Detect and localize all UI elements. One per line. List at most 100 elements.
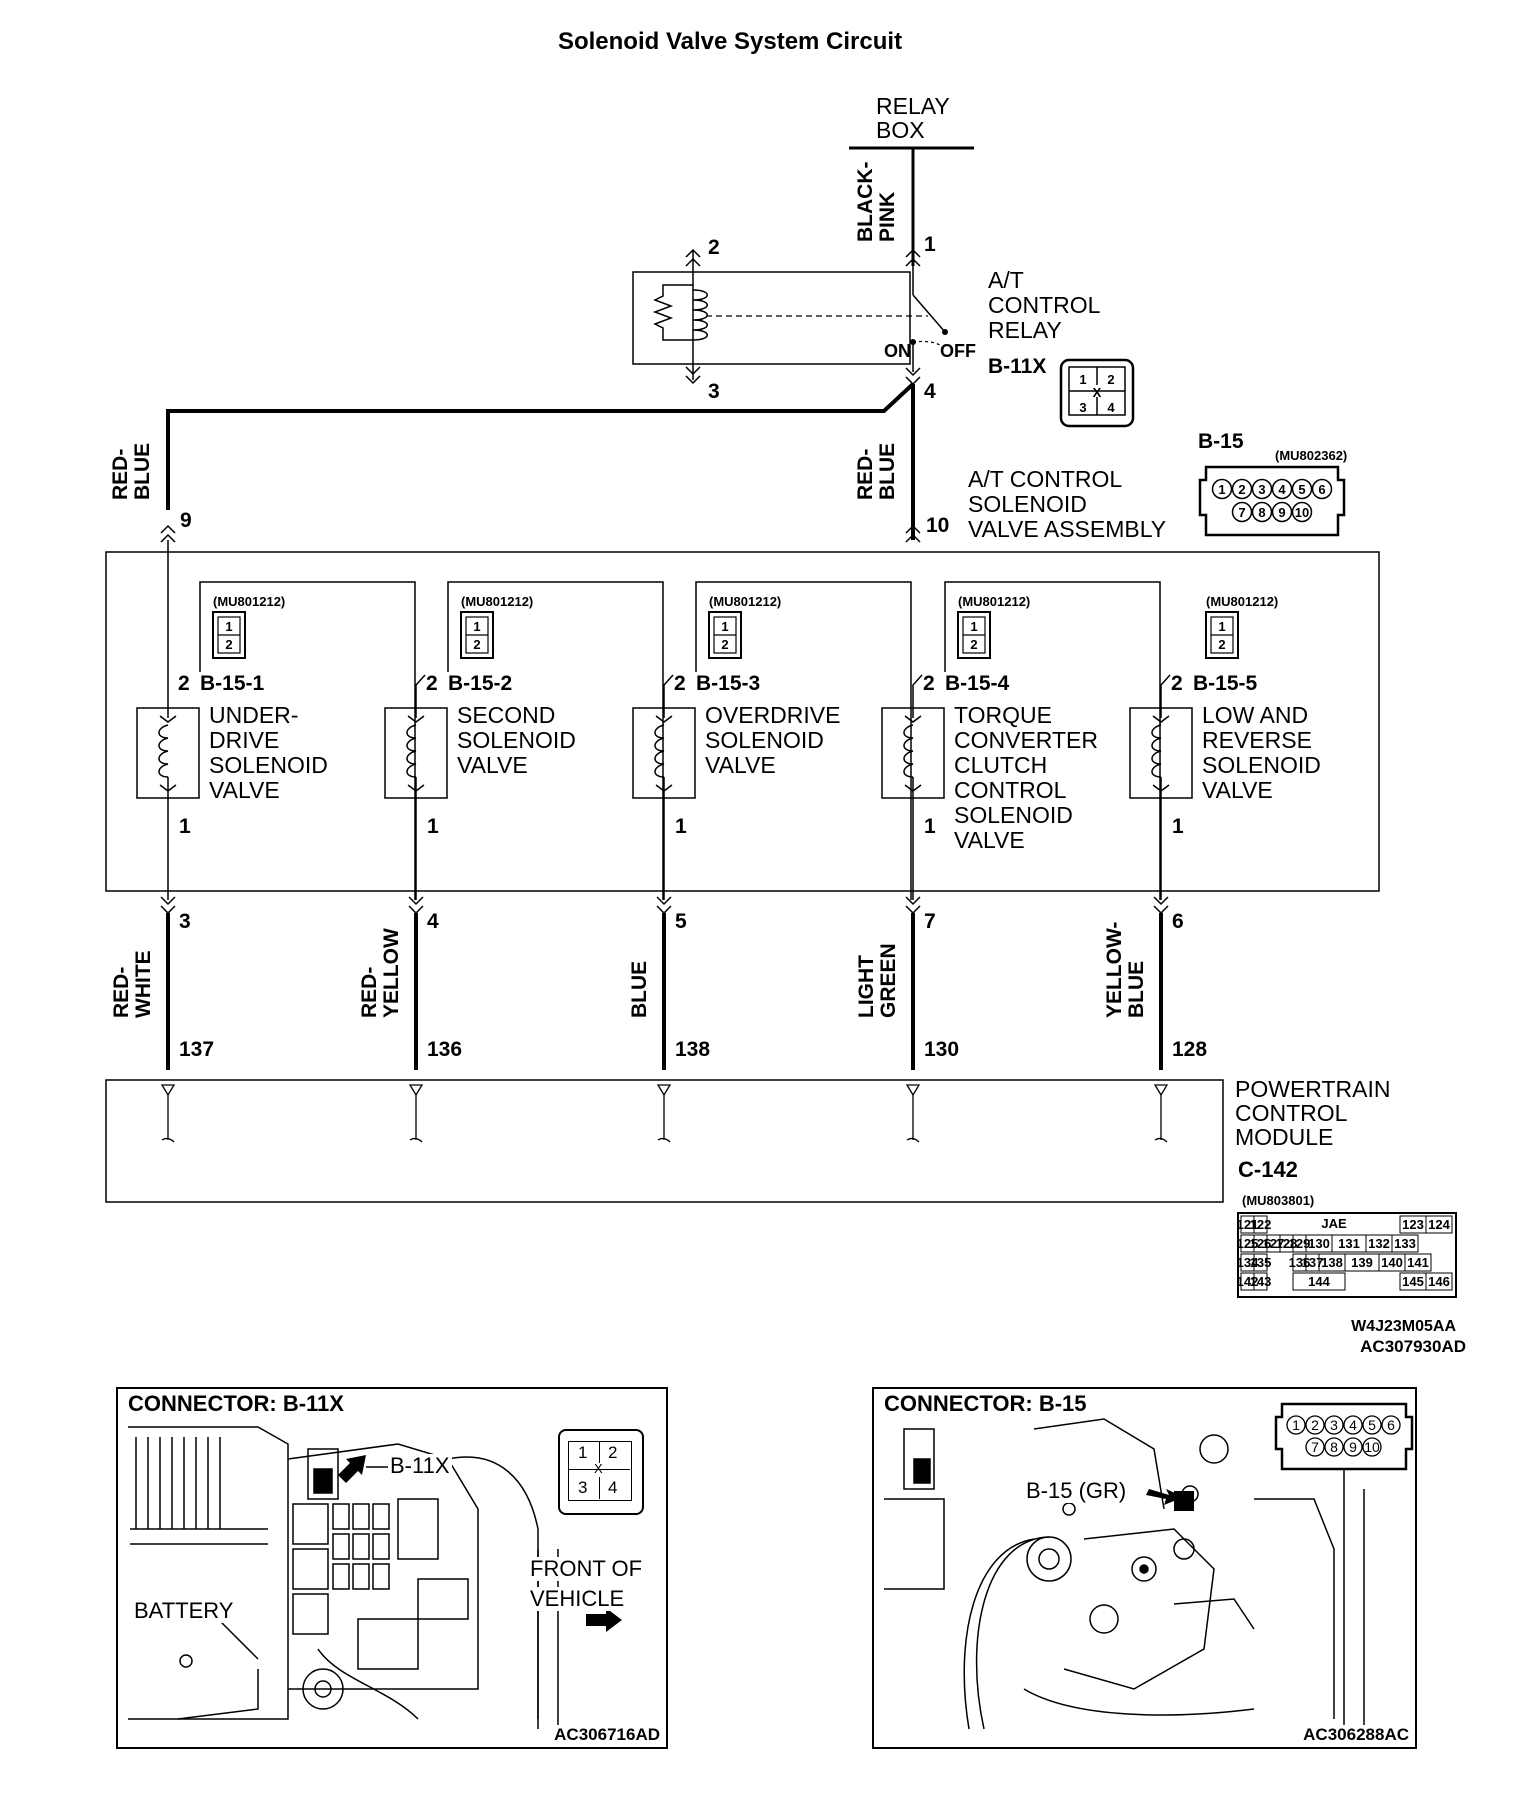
- solenoid-pin-top: 2: [1171, 672, 1183, 695]
- relay-pin-2: 2: [708, 236, 720, 259]
- c142-cavity: [1253, 1272, 1268, 1291]
- wire-color-1: BLUE: [628, 961, 651, 1018]
- solenoid-label-line: VALVE: [457, 752, 528, 778]
- wire-pcm-pin: 130: [924, 1038, 959, 1061]
- solenoid-label-line: CONTROL: [954, 777, 1067, 803]
- wire-pcm-pin: 137: [179, 1038, 214, 1061]
- solenoid-label-line: CONVERTER: [954, 727, 1098, 753]
- solenoid-id: B-15-3: [696, 672, 760, 695]
- solenoid-pin-top: 2: [426, 672, 438, 695]
- wire-pin-top: 6: [1172, 910, 1184, 933]
- svg-text:1: 1: [1079, 372, 1086, 387]
- solenoid-label-line: SOLENOID: [457, 727, 576, 753]
- solenoid-part-number: (MU801212): [958, 594, 1030, 609]
- photo1-id: AC306716AD: [552, 1725, 662, 1745]
- photo2-pin-circle: [1305, 1437, 1325, 1457]
- pcm-connector-id: C-142: [1238, 1157, 1298, 1182]
- relay-box-label-2: BOX: [876, 117, 925, 143]
- wire-pin-top: 7: [924, 910, 936, 933]
- solenoid-supply-wire: [912, 674, 923, 700]
- svg-text:BLUE: BLUE: [876, 443, 899, 500]
- wire-pcm-pin: 138: [675, 1038, 710, 1061]
- solenoid-connector-pin: 1: [1218, 619, 1225, 634]
- relay-label-2: CONTROL: [988, 292, 1101, 318]
- solenoid-valve-assembly-box: [105, 551, 1380, 892]
- b15-connector-id: B-15: [1198, 430, 1244, 453]
- pcm-part-number: (MU803801): [1242, 1193, 1314, 1208]
- c142-pin-label: 146: [1428, 1274, 1450, 1289]
- svg-text:2: 2: [1107, 372, 1114, 387]
- solenoid-coil: [1151, 724, 1162, 778]
- wire-color-2: YELLOW: [380, 928, 403, 1018]
- photo2-pin-circle: [1324, 1437, 1344, 1457]
- wire-color-1: RED-: [358, 967, 381, 1018]
- wire-color-2: BLUE: [1125, 961, 1148, 1018]
- assembly-label-2: SOLENOID: [968, 491, 1087, 517]
- c142-pin-label: 144: [1308, 1274, 1330, 1289]
- solenoid-connector-icon: [460, 611, 494, 659]
- pcm-input-marker: [656, 1084, 672, 1097]
- engine-bay-illustration-1: [128, 1426, 622, 1729]
- b15-pin-circle: [1271, 478, 1293, 500]
- c142-pin-label: 132: [1368, 1236, 1390, 1251]
- c142-pin-label: 125: [1237, 1236, 1259, 1251]
- b15-pin-label: 7: [1238, 505, 1245, 520]
- solenoid-pin-bottom: 1: [427, 815, 439, 838]
- relay-pin2-connector: [685, 248, 701, 267]
- c142-cavity: [1292, 1272, 1346, 1291]
- c142-pin-label: 143: [1250, 1274, 1272, 1289]
- pcm-label-3: MODULE: [1235, 1124, 1333, 1150]
- b15-pin-circle: [1291, 478, 1313, 500]
- c142-pin-label: 121: [1237, 1217, 1259, 1232]
- photo2-pin-circle: [1324, 1415, 1344, 1435]
- pcm-input-marker: [905, 1084, 921, 1097]
- wire-color-label: YELLOW-BLUE: [1103, 922, 1148, 1018]
- wire-red-blue-left: [166, 382, 915, 510]
- c142-jae-label: JAE: [1321, 1216, 1347, 1231]
- solenoid-label-line: CLUTCH: [954, 752, 1047, 778]
- b15-pin-label: 4: [1278, 482, 1286, 497]
- solenoid-connector-pin: 1: [473, 619, 480, 634]
- pcm-label-2: CONTROL: [1235, 1100, 1348, 1126]
- photo2-pin-label: 8: [1330, 1439, 1338, 1455]
- c142-pin-label: 142: [1237, 1274, 1259, 1289]
- solenoid-id: B-15-5: [1193, 672, 1258, 695]
- solenoid-pin-bottom: 1: [675, 815, 687, 838]
- c142-cavity: [1391, 1234, 1419, 1253]
- b15-pin-label: 3: [1258, 482, 1265, 497]
- solenoid-common-wire: [199, 581, 416, 900]
- svg-text:BLACK-: BLACK-: [854, 162, 877, 242]
- b15-pin-label: 2: [1238, 482, 1245, 497]
- solenoid-label-line: VALVE: [705, 752, 776, 778]
- c142-pin-label: 133: [1394, 1236, 1416, 1251]
- c142-pin-label: 145: [1402, 1274, 1424, 1289]
- solenoid-part-number: (MU801212): [213, 594, 285, 609]
- solenoid-connector-icon: [957, 611, 991, 659]
- solenoid-label-line: REVERSE: [1202, 727, 1312, 753]
- c142-pin-label: 137: [1302, 1255, 1324, 1270]
- solenoid-connector-pin: 2: [970, 637, 977, 652]
- photo2-title: CONNECTOR: B-15: [880, 1391, 1091, 1417]
- relay-pin3-connector: [685, 366, 701, 385]
- solenoid-coil: [903, 724, 914, 778]
- pcm-ground-mark: [1154, 1137, 1168, 1143]
- c142-pin-label: 139: [1351, 1255, 1373, 1270]
- solenoid-connector-pin: 1: [970, 619, 977, 634]
- b15-pin-circle: [1311, 478, 1333, 500]
- assembly-pin-9: 9: [180, 509, 192, 532]
- wire-color-2: WHITE: [132, 950, 155, 1018]
- b15-pin-label: 6: [1318, 482, 1325, 497]
- pcm-ground-mark: [906, 1137, 920, 1143]
- pcm-label-1: POWERTRAIN: [1235, 1076, 1390, 1102]
- wire-color-1: YELLOW-: [1103, 922, 1126, 1018]
- solenoid-label-line: SOLENOID: [1202, 752, 1321, 778]
- photo2-pin-circle: [1343, 1437, 1363, 1457]
- solenoid-label-line: DRIVE: [209, 727, 279, 753]
- photo2-pin-label: 1: [1292, 1417, 1300, 1433]
